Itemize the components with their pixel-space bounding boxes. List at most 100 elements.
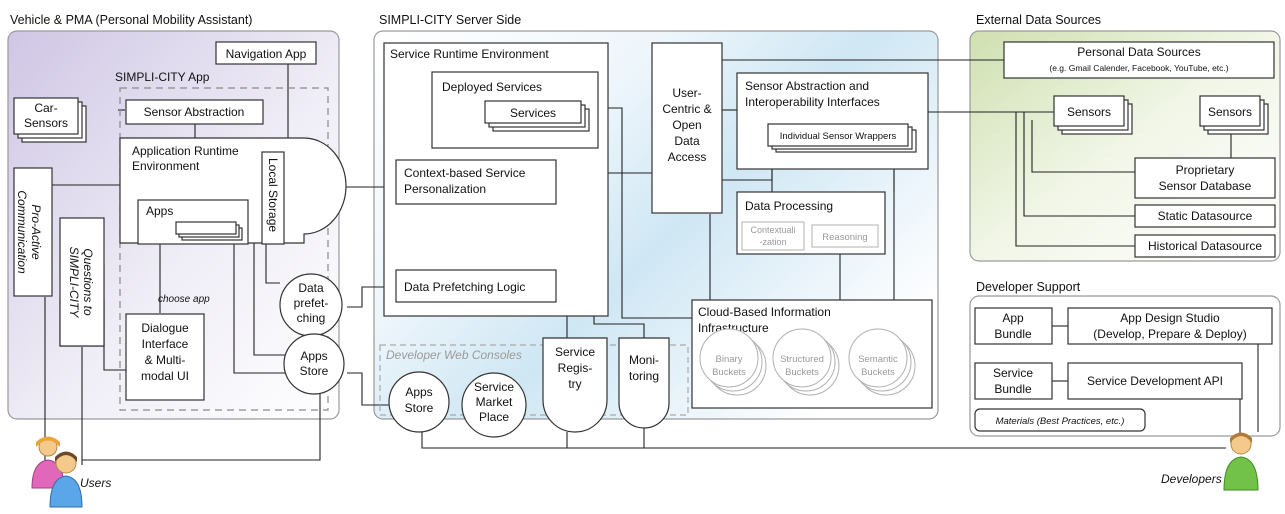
developers-label: Developers (1161, 472, 1222, 486)
structured-buckets: Structured Buckets (772, 328, 840, 396)
app-design-studio-label-2: (Develop, Prepare & Deploy) (1093, 327, 1246, 341)
historical-datasource-label: Historical Datasource (1148, 239, 1262, 253)
user-centric-label-2: Centric & (662, 102, 711, 116)
navigation-app-label: Navigation App (226, 47, 307, 61)
structured-buckets-label-2: Buckets (785, 367, 819, 378)
cloud-label-2: Infrastructure (698, 321, 769, 335)
proactive-communication-box (13, 167, 53, 297)
personal-data-sources-examples: (e.g. Gmail Calender, Facebook, YouTube,… (1049, 63, 1228, 73)
historical-datasource-box (1134, 234, 1276, 258)
developers-icon (1223, 432, 1259, 491)
proactive-label-2: Communication (15, 190, 29, 274)
developer-web-consoles-label: Developer Web Consoles (386, 348, 522, 362)
dialogue-interface-box (125, 313, 205, 401)
app-bundle-label-2: Bundle (994, 327, 1032, 341)
app-design-studio-box (1067, 307, 1273, 345)
proprietary-db-box (1134, 157, 1276, 199)
user-centric-label-5: Access (668, 150, 707, 164)
monitoring-label-2: toring (629, 369, 659, 383)
server-sensor-abstraction-box (736, 72, 929, 170)
dialogue-label-3: & Multi- (145, 353, 186, 367)
service-dev-api-label: Service Development API (1087, 374, 1223, 388)
sensor-wrappers-label: Individual Sensor Wrappers (780, 131, 897, 142)
materials-box (974, 408, 1146, 432)
dialogue-label-4: modal UI (141, 369, 189, 383)
app-design-studio-label-1: App Design Studio (1120, 311, 1220, 325)
market-place-circle (461, 372, 527, 438)
server-apps-store-circle (388, 371, 450, 433)
user-centric-label-4: Data (674, 134, 700, 148)
sensors-stack-a: Sensors (1053, 95, 1133, 135)
binary-buckets-label-1: Binary (716, 354, 743, 365)
service-runtime-label: Service Runtime Environment (390, 47, 549, 61)
local-storage-label: Local Storage (266, 158, 280, 232)
static-datasource-label: Static Datasource (1158, 209, 1253, 223)
server-sensor-abstraction-label-1: Sensor Abstraction and (745, 79, 869, 93)
service-bundle-label-1: Service (993, 366, 1033, 380)
context-personalization-box (395, 159, 557, 205)
server-apps-store-label-2: Store (405, 401, 434, 415)
users-label: Users (80, 476, 111, 490)
dialogue-label-2: Interface (142, 337, 189, 351)
users-icon (31, 436, 83, 508)
service-bundle-label-2: Bundle (994, 382, 1032, 396)
app-bundle-label-1: App (1002, 311, 1024, 325)
vehicle-apps-store-circle (283, 333, 345, 395)
service-registry-shape (542, 337, 608, 433)
questions-label-1: Questions to (81, 248, 95, 316)
data-processing-label: Data Processing (745, 199, 833, 213)
personal-data-sources-box (1003, 41, 1275, 79)
navigation-app-box (215, 41, 317, 65)
sensor-wrappers-stack: Individual Sensor Wrappers (767, 123, 917, 153)
binary-buckets-label-2: Buckets (712, 367, 746, 378)
local-storage-box (261, 151, 285, 245)
service-registry-label-2: Regis- (558, 361, 593, 375)
deployed-services-label: Deployed Services (442, 80, 542, 94)
dialogue-label-1: Dialogue (141, 321, 189, 335)
personal-data-sources-label: Personal Data Sources (1077, 45, 1200, 59)
app-runtime-label-2: Environment (132, 159, 200, 173)
questions-box (59, 217, 105, 347)
developer-web-consoles-boundary (379, 344, 689, 416)
structured-buckets-label-1: Structured (780, 354, 824, 365)
car-sensors-label-1: Car- (34, 101, 57, 115)
server-section-title: SIMPLI-CITY Server Side (379, 13, 521, 27)
server-apps-store-label-1: Apps (405, 385, 432, 399)
data-prefetching-label-1: Data (298, 281, 324, 295)
user-centric-label-3: Open (672, 118, 701, 132)
service-dev-api-box (1067, 362, 1243, 400)
vehicle-apps-store-label-1: Apps (300, 349, 327, 363)
proprietary-db-label-1: Proprietary (1176, 163, 1235, 177)
server-sensor-abstraction-label-2: Interoperability Interfaces (745, 95, 880, 109)
prefetching-logic-box (395, 269, 557, 303)
choose-app-label: choose app (158, 294, 210, 305)
vehicle-sensor-abstraction-label: Sensor Abstraction (144, 105, 245, 119)
vehicle-section-title: Vehicle & PMA (Personal Mobility Assista… (10, 13, 252, 27)
user-centric-access-box (651, 42, 723, 214)
market-place-label-3: Place (479, 410, 509, 424)
car-sensors-label-2: Sensors (24, 116, 68, 130)
static-datasource-box (1134, 204, 1276, 228)
questions-label-2: SIMPLI-CITY (67, 247, 81, 319)
contextualization-label-1: Contextuali (750, 225, 795, 235)
service-bundle-box (974, 362, 1053, 400)
external-panel (969, 30, 1281, 262)
monitoring-shape (618, 337, 670, 429)
proprietary-db-label-2: Sensor Database (1159, 179, 1252, 193)
car-sensors-stack: Car- Sensors (13, 97, 87, 143)
context-personalization-label-1: Context-based Service (404, 166, 526, 180)
simplicity-app-title: SIMPLI-CITY App (115, 70, 210, 84)
vehicle-sensor-abstraction-box (125, 99, 264, 125)
semantic-buckets-label-2: Buckets (861, 367, 895, 378)
data-prefetching-label-3: ching (297, 311, 326, 325)
contextualization-label-2: -zation (759, 237, 786, 247)
reasoning-label: Reasoning (822, 232, 867, 243)
materials-label: Materials (Best Practices, etc.) (996, 416, 1125, 427)
service-registry-label-1: Service (555, 345, 595, 359)
app-bundle-box (974, 307, 1053, 345)
market-place-label-1: Service (474, 380, 514, 394)
data-prefetching-label-2: prefet- (294, 296, 329, 310)
apps-label: Apps (146, 204, 173, 218)
sensors-stack-b: Sensors (1199, 95, 1269, 135)
